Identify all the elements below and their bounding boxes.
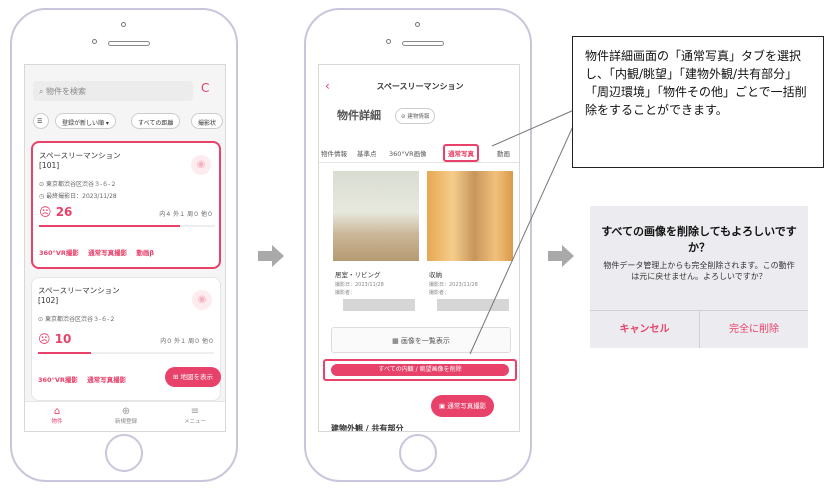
delete-all-highlight: すべての内観 / 眺望画像を削除 — [323, 359, 517, 381]
eye-icon[interactable]: ◉ — [192, 290, 212, 310]
camera-dot — [121, 22, 126, 27]
photo-label: 居室・リビング — [335, 271, 381, 279]
pin-icon: ⊙ — [39, 181, 46, 188]
photo-shoot-link[interactable]: 通常写真撮影 — [87, 376, 127, 384]
tab-bar: 物件情報 基準点 360°VR画像 通常写真 動画 — [319, 143, 519, 163]
shoot-links: 360°VR撮影 通常写真撮影 — [38, 374, 133, 384]
confirm-dialog: すべての画像を削除してもよろしいですか？ 物件データ管理上からも完全削除されます… — [590, 206, 808, 348]
score: ☹ 10 — [38, 332, 72, 346]
phone-property-list: ⌕ 物件を検索 C ☰ 登録が新しい順 ▾ すべての距離 撮影状 スペースリーマ… — [10, 8, 238, 482]
photo-counts: 内４ 外１ 周０ 他０ — [159, 211, 213, 218]
address: ⊙ 東京都渋谷区渋谷３-６-２ — [39, 181, 117, 188]
filter-bar: ☰ 登録が新しい順 ▾ すべての距離 撮影状 — [33, 113, 225, 129]
grid-icon: ▦ — [392, 337, 401, 345]
detail-heading: 物件詳細 — [337, 109, 381, 122]
dialog-divider — [699, 311, 700, 348]
clock-icon: ◷ — [39, 193, 47, 200]
shooter-name-redacted — [437, 299, 509, 311]
photo-label: 収納 — [429, 271, 442, 279]
nav-new[interactable]: ⊕新規登録 — [96, 406, 156, 425]
link-icon: ⊘ — [401, 114, 408, 120]
progress-bar — [38, 352, 214, 354]
search-icon: ⌕ — [39, 87, 47, 96]
section-heading: 建物外観 / 共有部分 — [331, 424, 404, 432]
status-chip[interactable]: 撮影状 — [191, 113, 224, 129]
screen-property-detail: ‹ スペースリーマンション 物件詳細 ⊘ 建物情報 物件情報 基準点 360°V… — [318, 64, 520, 432]
bottom-nav: ⌂物件 ⊕新規登録 ≡メニュー — [25, 401, 225, 431]
sensor-dot — [386, 39, 391, 44]
search-input[interactable]: ⌕ 物件を検索 — [33, 81, 193, 101]
camera-dot — [415, 22, 420, 27]
shoot-links: 360°VR撮影 通常写真撮影 動画β — [39, 247, 161, 257]
photo-counts: 内０ 外１ 周０ 他０ — [160, 338, 214, 345]
score: ☹ 26 — [39, 205, 73, 219]
search-placeholder: 物件を検索 — [46, 87, 87, 96]
tab-vr-images[interactable]: 360°VR画像 — [389, 150, 427, 158]
video-link[interactable]: 動画β — [136, 249, 155, 257]
show-map-button[interactable]: ⊞ 地図を表示 — [165, 367, 222, 387]
callout-text: 物件詳細画面の「通常写真」タブを選択し、「内観/眺望」「建物外観/共有部分」「周… — [572, 36, 824, 168]
home-button — [399, 434, 437, 472]
refresh-icon[interactable]: C — [201, 81, 210, 95]
property-name: スペースリーマンション[101] — [39, 151, 121, 170]
phone-property-detail: ‹ スペースリーマンション 物件詳細 ⊘ 建物情報 物件情報 基準点 360°V… — [304, 8, 532, 482]
shooter-name-redacted — [343, 299, 415, 311]
speaker-slot — [402, 41, 444, 46]
image-icon: ▣ — [439, 402, 448, 410]
plus-circle-icon: ⊕ — [121, 406, 131, 417]
sort-chip[interactable]: 登録が新しい順 ▾ — [55, 113, 116, 129]
building-icon: ⌂ — [53, 406, 61, 417]
eye-icon[interactable]: ◉ — [191, 155, 211, 175]
vr-shoot-link[interactable]: 360°VR撮影 — [39, 249, 79, 257]
home-button — [105, 434, 143, 472]
dialog-title: すべての画像を削除してもよろしいですか？ — [601, 225, 797, 254]
building-info-chip[interactable]: ⊘ 建物情報 — [395, 108, 436, 124]
address: ⊙ 東京都渋谷区渋谷３-６-２ — [38, 316, 116, 323]
progress-bar — [39, 225, 215, 227]
last-shot-date: ◷ 最終撮影日：2023/11/28 — [39, 193, 117, 200]
dialog-divider — [590, 310, 808, 311]
delete-all-button[interactable]: すべての内観 / 眺望画像を削除 — [331, 364, 509, 376]
dialog-message: 物件データ管理上からも完全削除されます。この動作は元に戻せません。よろしいですか… — [603, 261, 795, 281]
sad-face-icon: ☹ — [39, 205, 56, 219]
photo-shoot-link[interactable]: 通常写真撮影 — [88, 249, 128, 257]
vr-shoot-link[interactable]: 360°VR撮影 — [38, 376, 78, 384]
nav-menu[interactable]: ≡メニュー — [165, 406, 225, 425]
sensor-dot — [92, 39, 97, 44]
filter-icon[interactable]: ☰ — [33, 113, 49, 129]
phone-top — [12, 10, 236, 54]
photo-living-room[interactable] — [333, 171, 419, 261]
nav-property[interactable]: ⌂物件 — [27, 406, 87, 425]
property-name: スペースリーマンション[102] — [38, 286, 120, 305]
speaker-slot — [108, 41, 150, 46]
tab-reference-point[interactable]: 基準点 — [357, 150, 377, 158]
photo-storage[interactable] — [427, 171, 513, 261]
cancel-button[interactable]: キャンセル — [619, 324, 670, 335]
tab-video[interactable]: 動画 — [497, 150, 510, 158]
list-images-button[interactable]: ▦ 画像を一覧表示 — [331, 327, 511, 353]
menu-icon: ≡ — [190, 406, 200, 417]
distance-chip[interactable]: すべての距離 — [131, 113, 181, 129]
sad-face-icon: ☹ — [38, 332, 55, 346]
back-icon[interactable]: ‹ — [325, 79, 330, 93]
shoot-photo-button[interactable]: ▣ 通常写真撮影 — [431, 395, 495, 417]
screen-property-list: ⌕ 物件を検索 C ☰ 登録が新しい順 ▾ すべての距離 撮影状 スペースリーマ… — [24, 64, 226, 432]
tab-normal-photos[interactable]: 通常写真 — [443, 144, 479, 162]
confirm-delete-button[interactable]: 完全に削除 — [729, 324, 779, 335]
property-card[interactable]: スペースリーマンション[101] ◉ ⊙ 東京都渋谷区渋谷３-６-２ ◷ 最終撮… — [31, 141, 221, 269]
pin-icon: ⊙ — [38, 316, 45, 323]
tab-property-info[interactable]: 物件情報 — [321, 150, 347, 158]
page-title: スペースリーマンション — [376, 82, 464, 91]
phone-top — [306, 10, 530, 54]
map-icon: ⊞ — [173, 373, 181, 381]
